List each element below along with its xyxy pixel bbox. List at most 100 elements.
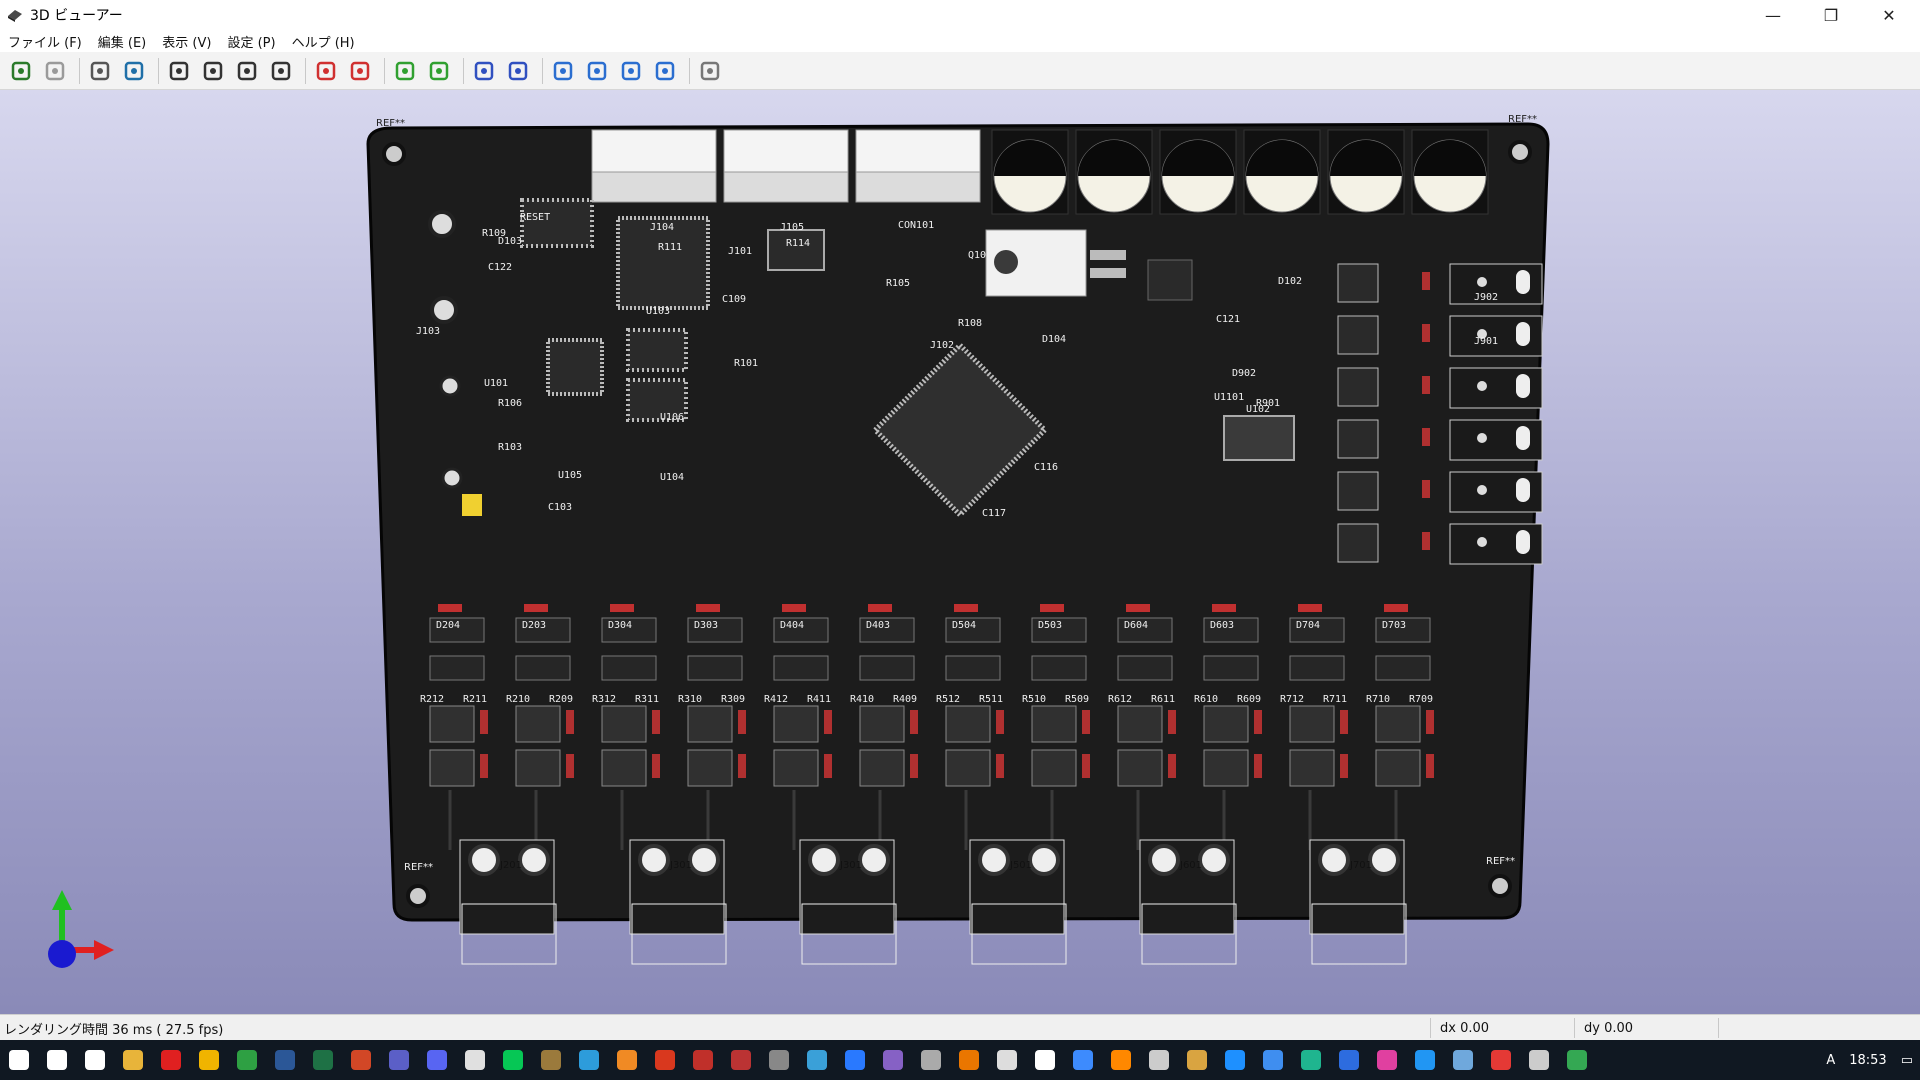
rotate-x-cw-button[interactable] bbox=[311, 56, 341, 86]
silk-label: C116 bbox=[1034, 462, 1058, 473]
app-f-icon[interactable] bbox=[608, 1040, 646, 1080]
ortho-cube-button[interactable] bbox=[695, 56, 725, 86]
app-blue-icon[interactable] bbox=[1216, 1040, 1254, 1080]
silk-label: J101 bbox=[728, 246, 752, 257]
terminal-pin bbox=[688, 844, 720, 876]
raytrace-cube-button[interactable] bbox=[119, 56, 149, 86]
silk-label: D103 bbox=[498, 236, 522, 247]
maximize-button[interactable]: ❐ bbox=[1823, 5, 1839, 25]
resistor bbox=[480, 710, 488, 734]
pan-right-icon bbox=[587, 61, 607, 80]
app-drop-icon[interactable] bbox=[1482, 1040, 1520, 1080]
app-ring-icon[interactable] bbox=[1520, 1040, 1558, 1080]
obs-icon[interactable] bbox=[1140, 1040, 1178, 1080]
minimize-button[interactable]: — bbox=[1765, 5, 1781, 25]
copy-icon bbox=[45, 61, 65, 80]
pan-down-button[interactable] bbox=[650, 56, 680, 86]
copy-button[interactable] bbox=[40, 56, 70, 86]
excel-icon[interactable] bbox=[304, 1040, 342, 1080]
redraw-button[interactable] bbox=[232, 56, 262, 86]
app-tri-icon[interactable] bbox=[570, 1040, 608, 1080]
silk-label: R410 bbox=[850, 694, 874, 705]
mosfet bbox=[1203, 705, 1249, 743]
silk-label: D603 bbox=[1210, 620, 1234, 631]
kicad-icon[interactable] bbox=[532, 1040, 570, 1080]
chrome-icon[interactable] bbox=[190, 1040, 228, 1080]
menu-settings[interactable]: 設定 (P) bbox=[227, 35, 276, 51]
silk-label: R709 bbox=[1409, 694, 1433, 705]
zoom-in-icon bbox=[169, 61, 189, 80]
silk-label: R309 bbox=[721, 694, 745, 705]
powerpoint-icon[interactable] bbox=[342, 1040, 380, 1080]
app-red-icon[interactable] bbox=[684, 1040, 722, 1080]
search-icon[interactable] bbox=[38, 1040, 76, 1080]
menu-help[interactable]: ヘルプ (H) bbox=[291, 35, 355, 51]
silk-label: U104 bbox=[660, 472, 684, 483]
zoom-out-button[interactable] bbox=[198, 56, 228, 86]
download-icon[interactable] bbox=[1064, 1040, 1102, 1080]
silk-label: R106 bbox=[498, 398, 522, 409]
app-grey-icon[interactable] bbox=[760, 1040, 798, 1080]
pan-left-button[interactable] bbox=[548, 56, 578, 86]
zoom-in-button[interactable] bbox=[164, 56, 194, 86]
menu-file[interactable]: ファイル (F) bbox=[8, 35, 82, 51]
visual-studio-icon[interactable] bbox=[874, 1040, 912, 1080]
tray-ime[interactable]: A bbox=[1826, 1052, 1836, 1068]
rotate-y-cw-button[interactable] bbox=[390, 56, 420, 86]
terminal-pin bbox=[1318, 844, 1350, 876]
app-dots-icon[interactable] bbox=[912, 1040, 950, 1080]
resistor bbox=[1340, 710, 1348, 734]
word-icon[interactable] bbox=[266, 1040, 304, 1080]
silk-label: R512 bbox=[936, 694, 960, 705]
task-view-icon[interactable] bbox=[76, 1040, 114, 1080]
pan-up-button[interactable] bbox=[616, 56, 646, 86]
pan-right-button[interactable] bbox=[582, 56, 612, 86]
blender-icon[interactable] bbox=[950, 1040, 988, 1080]
app-green-icon[interactable] bbox=[228, 1040, 266, 1080]
ide-icon[interactable] bbox=[836, 1040, 874, 1080]
app-dark-icon[interactable] bbox=[988, 1040, 1026, 1080]
file-explorer-icon[interactable] bbox=[114, 1040, 152, 1080]
zoom-fit-button[interactable] bbox=[266, 56, 296, 86]
title-bar: 3D ビューアー — ❐ ✕ bbox=[0, 0, 1920, 30]
rotate-y-ccw-button[interactable] bbox=[424, 56, 454, 86]
mosfet bbox=[945, 705, 991, 743]
rotate-x-ccw-button[interactable] bbox=[345, 56, 375, 86]
resistor bbox=[1422, 272, 1430, 290]
notification-icon[interactable]: ▭ bbox=[1900, 1052, 1913, 1068]
line-icon[interactable] bbox=[494, 1040, 532, 1080]
app-shield-icon[interactable] bbox=[722, 1040, 760, 1080]
rotate-z-cw-button[interactable] bbox=[469, 56, 499, 86]
menu-edit[interactable]: 編集 (E) bbox=[97, 35, 147, 51]
app-doc-icon[interactable] bbox=[1254, 1040, 1292, 1080]
rotate-z-ccw-button[interactable] bbox=[503, 56, 533, 86]
app-globe-icon[interactable] bbox=[456, 1040, 494, 1080]
app-teal-icon[interactable] bbox=[1292, 1040, 1330, 1080]
teams-icon[interactable] bbox=[380, 1040, 418, 1080]
opera-icon[interactable] bbox=[152, 1040, 190, 1080]
app-film-icon[interactable] bbox=[1026, 1040, 1064, 1080]
silk-label: R612 bbox=[1108, 694, 1132, 705]
vlc-icon[interactable] bbox=[1102, 1040, 1140, 1080]
settings-gear-button[interactable] bbox=[85, 56, 115, 86]
close-button[interactable]: ✕ bbox=[1882, 5, 1896, 25]
app-box-icon[interactable] bbox=[1330, 1040, 1368, 1080]
acrobat-icon[interactable] bbox=[646, 1040, 684, 1080]
app-note-icon[interactable] bbox=[1406, 1040, 1444, 1080]
app-pink-icon[interactable] bbox=[1368, 1040, 1406, 1080]
discord-icon[interactable] bbox=[418, 1040, 456, 1080]
silk-label: D704 bbox=[1296, 620, 1320, 631]
smd-block bbox=[601, 617, 657, 643]
app-img-icon[interactable] bbox=[1444, 1040, 1482, 1080]
mosfet bbox=[859, 749, 905, 787]
diode bbox=[1126, 604, 1150, 612]
app-folder-icon[interactable] bbox=[1178, 1040, 1216, 1080]
infinity-icon[interactable] bbox=[798, 1040, 836, 1080]
windows-start-icon[interactable] bbox=[0, 1040, 38, 1080]
menu-view[interactable]: 表示 (V) bbox=[162, 35, 212, 51]
export-button[interactable] bbox=[6, 56, 36, 86]
app-check-icon[interactable] bbox=[1558, 1040, 1596, 1080]
clock[interactable]: 18:53 bbox=[1849, 1052, 1887, 1068]
